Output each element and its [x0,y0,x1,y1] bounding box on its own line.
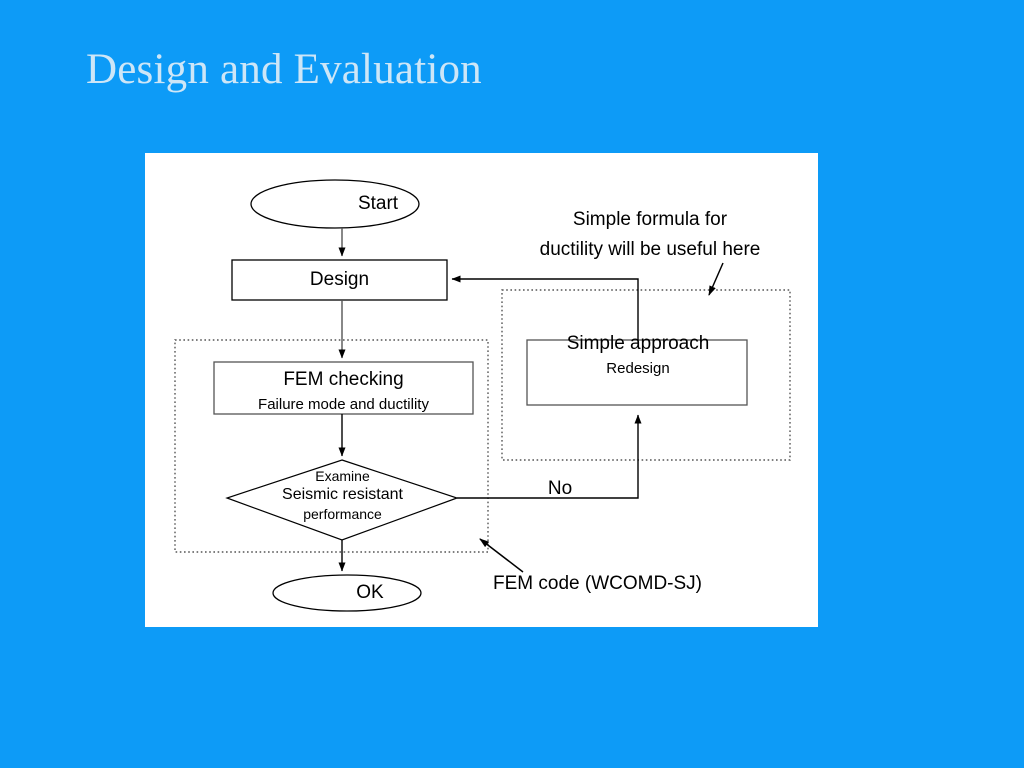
flowchart-graphic [174,179,791,612]
node-examine[interactable] [225,459,459,541]
diagram-panel: Start Design FEM checking Failure mode a… [145,153,818,627]
edge-examine-no-simple-approach [457,414,642,499]
group-simple-approach-region [501,289,791,461]
node-simple-approach[interactable] [526,339,748,406]
node-fem-checking[interactable] [213,361,474,415]
group-fem-code-region [174,339,489,553]
node-design[interactable] [231,259,448,301]
node-ok[interactable] [272,574,422,612]
edge-simple-approach-design [451,275,639,340]
annotation-arrow-formula [708,262,724,296]
node-start[interactable] [250,179,420,229]
page-title: Design and Evaluation [86,46,482,93]
annotation-arrow-fem-code [479,538,524,573]
